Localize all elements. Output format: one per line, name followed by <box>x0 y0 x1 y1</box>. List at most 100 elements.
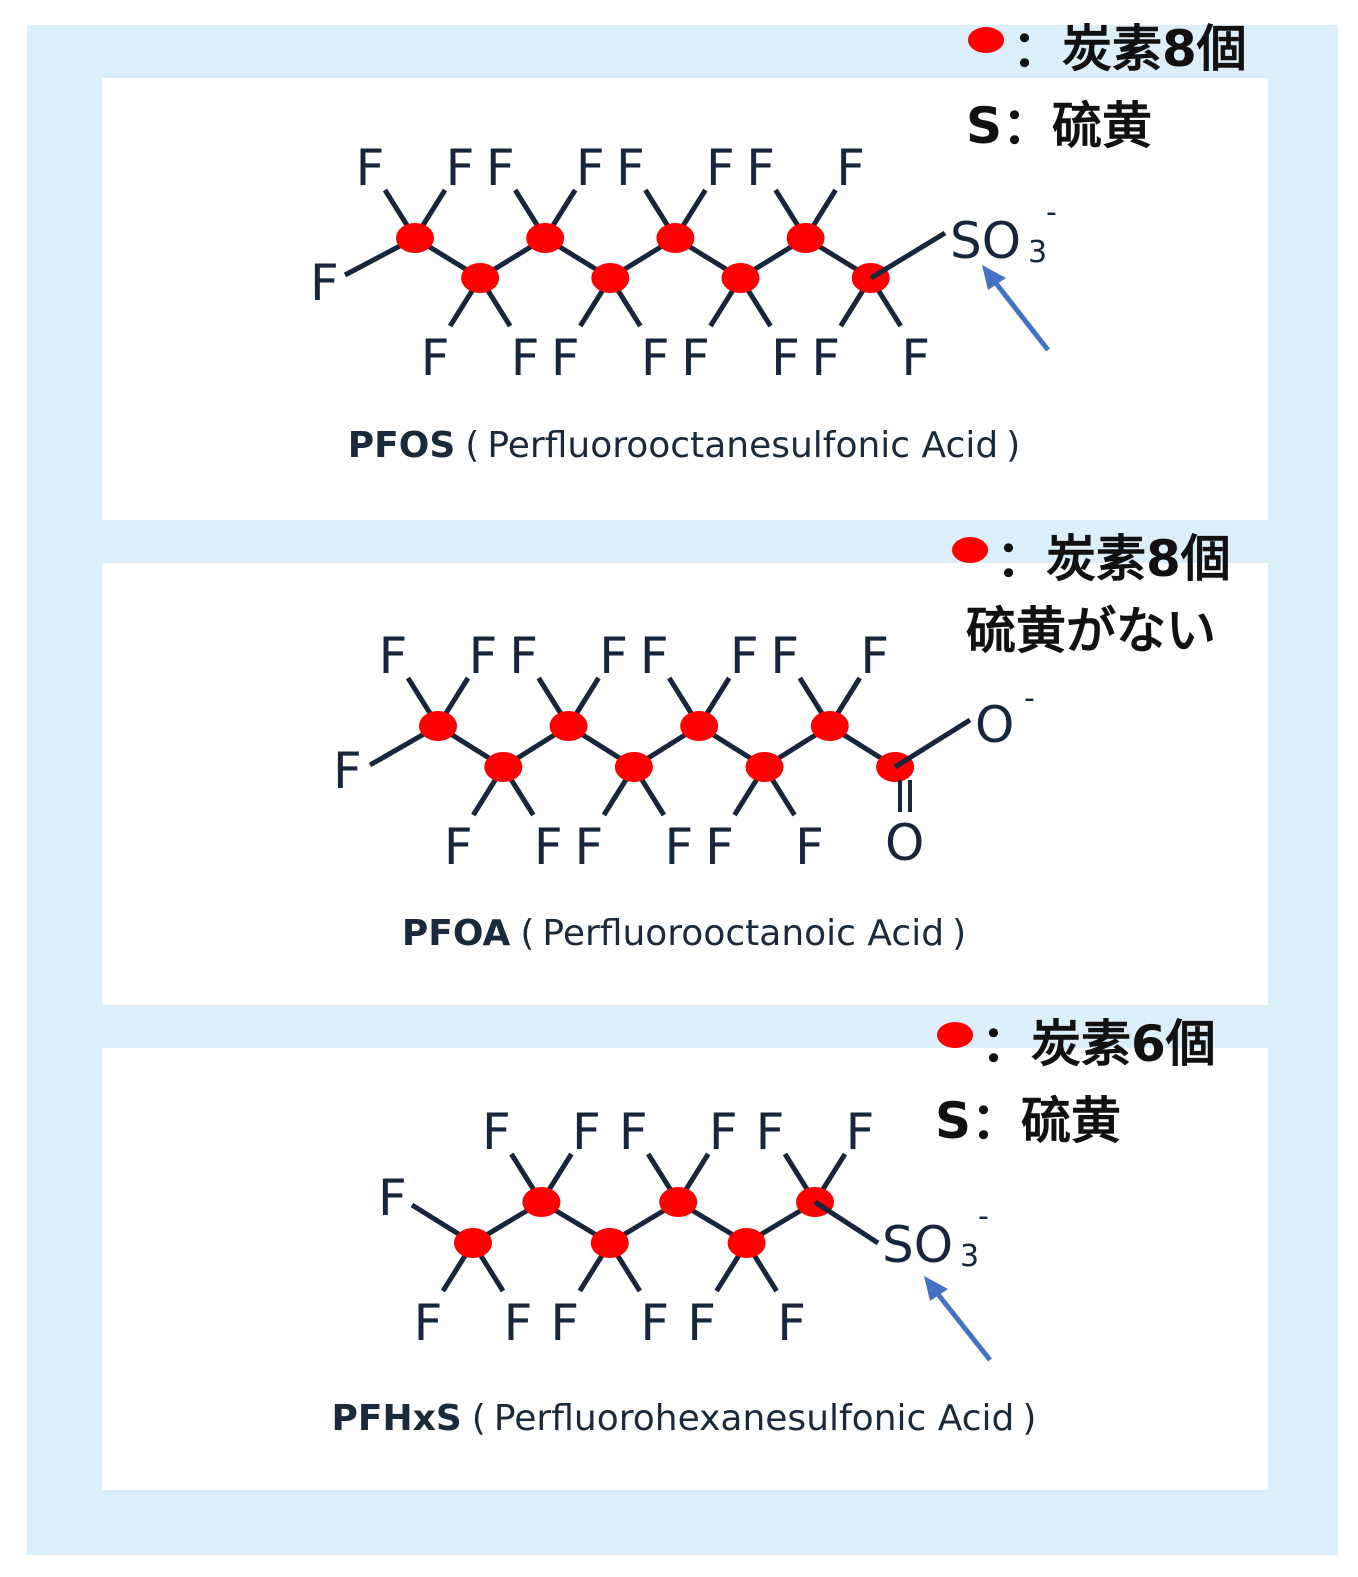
carbon-legend-text: ：炭素8個 <box>1012 20 1247 78</box>
carbon-atom-dot <box>396 223 434 253</box>
carbon-dot-icon <box>937 1022 973 1048</box>
fluorine-label: F <box>836 139 865 197</box>
pfos-sulfonate-group: SO 3 - <box>869 195 1057 281</box>
carbon-atom-dot <box>656 223 695 253</box>
fluorine-label: F <box>846 1103 875 1161</box>
fluorine-label: F <box>616 139 645 197</box>
fluorine-label: F <box>310 254 339 312</box>
carbon-atom-dot <box>721 263 760 293</box>
fluorine-label: F <box>511 329 540 387</box>
pfoa-legend: ：炭素8個 硫黄がない <box>952 530 1231 660</box>
fluorine-label: F <box>414 1294 443 1352</box>
fluorine-label: F <box>665 818 694 876</box>
fluorine-label: F <box>576 139 605 197</box>
fluorine-label: F <box>771 329 800 387</box>
fluorine-label: F <box>509 627 538 685</box>
pfoa-name: PFOA(Perfluorooctanoic Acid) <box>402 913 966 954</box>
panel-pfoa <box>102 563 1268 1005</box>
fluorine-label: F <box>486 139 515 197</box>
pfhxs-sulfonate-group: SO 3 - <box>813 1199 989 1274</box>
fluorine-label: F <box>811 329 840 387</box>
fluorine-label: F <box>640 627 669 685</box>
pfhxs-name: PFHxS(Perfluorohexanesulfonic Acid) <box>332 1398 1037 1439</box>
carbon-atom-dot <box>727 1228 766 1258</box>
fluorine-label: F <box>469 627 498 685</box>
carbon-legend-text: ：炭素8個 <box>996 530 1231 588</box>
carbon-atom-dot <box>549 711 588 741</box>
fluorine-label: F <box>709 1103 738 1161</box>
fluorine-label: F <box>756 1103 785 1161</box>
sulfur-legend-text: 硫黄がない <box>966 602 1216 660</box>
carbon-atom-dot <box>522 1187 561 1217</box>
charge-label: - <box>1046 195 1057 230</box>
sulfonate-subscript: 3 <box>960 1239 979 1274</box>
fluorine-label: F <box>777 1294 806 1352</box>
carbon-atom-dot <box>454 1228 492 1258</box>
sulfonate-label: SO <box>950 212 1021 270</box>
fluorine-label: F <box>572 1103 601 1161</box>
carbon-atom-dot <box>659 1187 698 1217</box>
fluorine-label: F <box>687 1294 716 1352</box>
pfhxs-arrow-icon <box>924 1276 992 1362</box>
carbon-atom-dot <box>590 1228 629 1258</box>
fluorine-label: F <box>901 329 930 387</box>
fluorine-label: F <box>640 1294 669 1352</box>
sulfonate-label: SO <box>882 1216 953 1274</box>
fluorine-label: F <box>421 329 450 387</box>
fluorine-label: F <box>504 1294 533 1352</box>
sulfur-legend-text: S：硫黄 <box>935 1092 1121 1150</box>
pfoa-carboxylate-group: O - O <box>885 681 1035 872</box>
fluorine-label: F <box>705 818 734 876</box>
carbon-dot-icon <box>968 27 1004 53</box>
carbon-dot-icon <box>952 537 988 563</box>
fluorine-label: F <box>730 627 759 685</box>
fluorine-label: F <box>795 818 824 876</box>
carbonyl-oxygen-label: O <box>885 814 924 872</box>
carbon-atom-dot <box>419 711 457 741</box>
pfhxs-legend: ：炭素6個 S：硫黄 <box>935 1015 1216 1150</box>
fluorine-label: F <box>482 1103 511 1161</box>
pfos-name: PFOS(Perfluorooctanesulfonic Acid) <box>348 425 1020 466</box>
fluorine-label: F <box>333 742 362 800</box>
panel-pfos <box>102 78 1268 520</box>
charge-label: - <box>1024 681 1035 716</box>
sulfonate-subscript: 3 <box>1028 235 1047 270</box>
fluorine-label: F <box>860 627 889 685</box>
carbon-atom-dot <box>614 752 653 782</box>
carbon-atom-dot <box>786 223 825 253</box>
fluorine-label: F <box>746 139 775 197</box>
fluorine-label: F <box>356 139 385 197</box>
fluorine-label: F <box>551 329 580 387</box>
pfos-arrow-icon <box>982 265 1050 352</box>
fluorine-label: F <box>641 329 670 387</box>
panel-pfhxs <box>102 1048 1268 1490</box>
charge-label: - <box>978 1199 989 1234</box>
pfos-legend: ：炭素8個 S：硫黄 <box>966 20 1247 155</box>
fluorine-label: F <box>599 627 628 685</box>
carbon-atom-dot <box>810 711 849 741</box>
carbon-atom-dot <box>461 263 500 293</box>
carbon-atom-dot <box>591 263 630 293</box>
fluorine-label: F <box>550 1294 579 1352</box>
carbon-legend-text: ：炭素6個 <box>981 1015 1216 1073</box>
fluorine-label: F <box>444 818 473 876</box>
fluorine-label: F <box>446 139 475 197</box>
fluorine-label: F <box>770 627 799 685</box>
fluorine-label: F <box>575 818 604 876</box>
sulfur-legend-text: S：硫黄 <box>966 97 1152 155</box>
fluorine-label: F <box>379 627 408 685</box>
fluorine-label: F <box>378 1169 407 1227</box>
fluorine-label: F <box>534 818 563 876</box>
fluorine-label: F <box>706 139 735 197</box>
carbon-atom-dot <box>526 223 565 253</box>
oxygen-anion-label: O <box>975 696 1014 754</box>
fluorine-label: F <box>619 1103 648 1161</box>
carbon-atom-dot <box>745 752 784 782</box>
carbon-atom-dot <box>680 711 719 741</box>
carbon-atom-dot <box>484 752 523 782</box>
